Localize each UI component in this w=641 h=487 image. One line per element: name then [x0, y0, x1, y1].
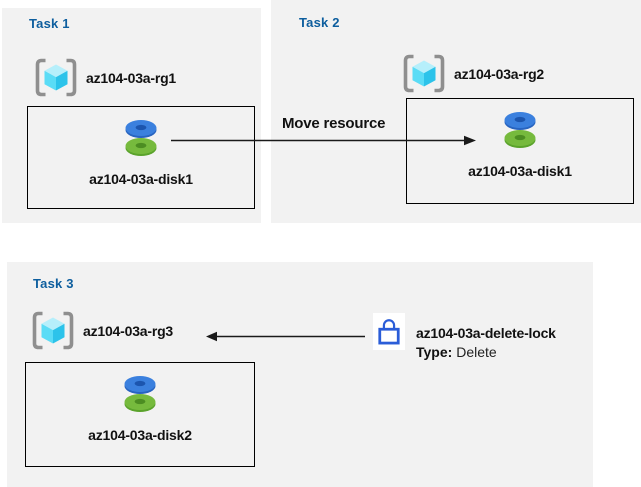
- resource-group-icon: [403, 54, 445, 93]
- task2-disk-box: az104-03a-disk1: [406, 98, 634, 204]
- move-resource-arrow: [171, 135, 476, 146]
- lock-text: az104-03a-delete-lock Type: Delete: [416, 313, 556, 362]
- resource-group-icon: [35, 58, 77, 97]
- resource-group-label: az104-03a-rg1: [86, 69, 177, 86]
- task2-resource-group: az104-03a-rg2: [401, 53, 544, 94]
- lock-type-line: Type: Delete: [416, 343, 556, 362]
- disk-label: az104-03a-disk2: [88, 427, 192, 443]
- task1-panel: Task 1 az104-03a-rg1 az104-03a-disk1: [2, 8, 261, 223]
- lock-name-label: az104-03a-delete-lock: [416, 325, 556, 341]
- task2-title: Task 2: [299, 15, 340, 30]
- task3-disk-box: az104-03a-disk2: [25, 362, 255, 467]
- lock-type-label: Type:: [416, 344, 453, 360]
- task3-title: Task 3: [33, 276, 74, 291]
- disk-icon: [504, 112, 536, 148]
- disk-icon: [124, 376, 156, 412]
- task1-disk-box: az104-03a-disk1: [27, 106, 255, 209]
- disk-label: az104-03a-disk1: [89, 171, 193, 187]
- resource-group-icon: [32, 311, 74, 350]
- task3-panel: Task 3 az104-03a-rg3 az104-03a-disk2: [7, 262, 593, 487]
- task3-resource-group: az104-03a-rg3: [30, 310, 173, 351]
- resource-group-label: az104-03a-rg3: [83, 322, 174, 339]
- lock-icon: [378, 318, 400, 344]
- task1-title: Task 1: [29, 16, 70, 31]
- task2-panel: Task 2 az104-03a-rg2 az104-03a-disk1: [271, 0, 641, 223]
- resource-group-label: az104-03a-rg2: [454, 65, 545, 82]
- move-resource-label: Move resource: [282, 115, 386, 132]
- lock-tile: [373, 313, 405, 350]
- delete-lock-group: az104-03a-delete-lock Type: Delete: [373, 313, 556, 362]
- disk-icon: [125, 120, 157, 156]
- disk-label: az104-03a-disk1: [468, 163, 572, 179]
- task1-resource-group: az104-03a-rg1: [33, 57, 176, 98]
- lock-arrow: [206, 331, 365, 342]
- lock-type-value: Delete: [456, 344, 497, 360]
